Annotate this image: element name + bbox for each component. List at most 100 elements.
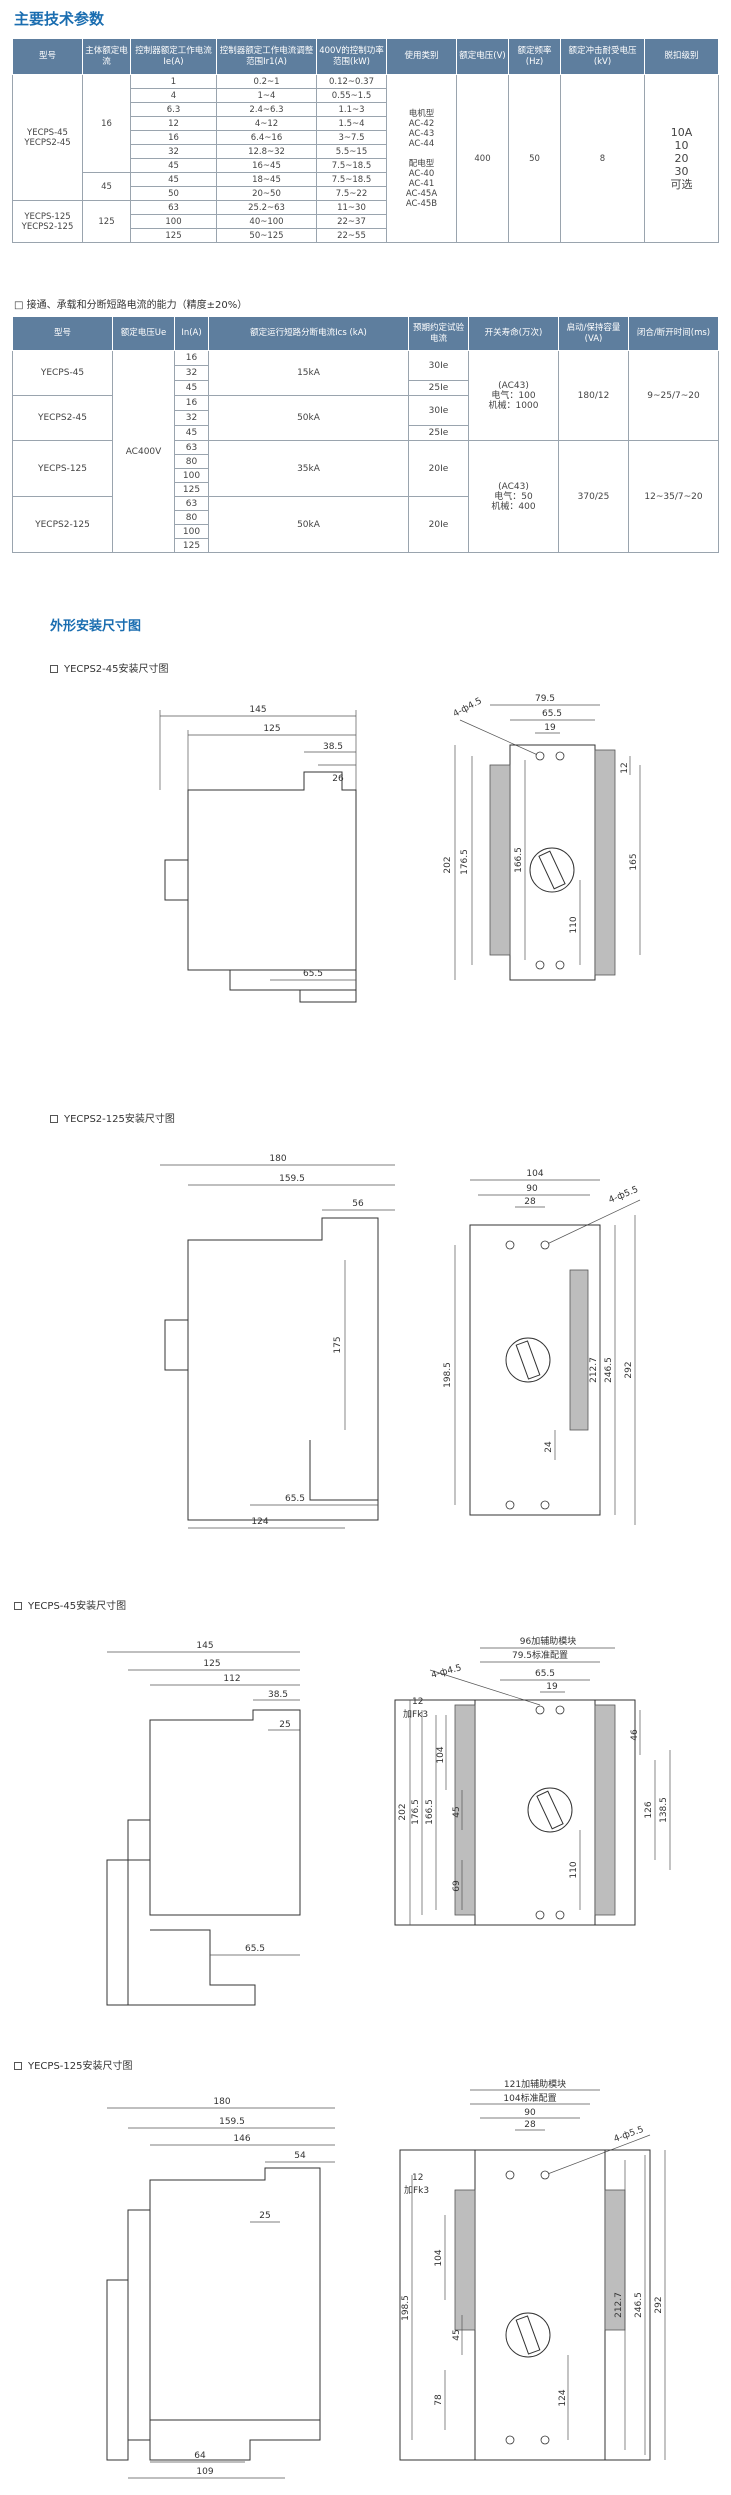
dim-64: 64 [194, 2451, 206, 2461]
table-cell: 20~50 [216, 186, 317, 201]
drawing2-side-view: 180 159.5 56 175 65.5 124 [160, 1154, 395, 1529]
header-in: In(A) [174, 316, 209, 351]
impulse-cell: 8 [560, 74, 645, 243]
header-impulse: 额定冲击耐受电压(kV) [560, 38, 645, 75]
drawing2-caption-text: YECPS2-125安装尺寸图 [64, 1114, 175, 1125]
header-model: 型号 [12, 316, 113, 351]
table-cell: 100 [174, 468, 209, 483]
table-cell: 12 [130, 116, 217, 131]
drawing2-front-view: 104 90 28 4-ф5.5 198.5 212.7 246.5 292 2… [443, 1169, 641, 1525]
header-range: 控制器额定工作电流调整范围Ir1(A) [216, 38, 317, 75]
dim-145: 145 [249, 705, 266, 715]
dim-104: 104 [434, 2249, 444, 2266]
test-cell: 20Ie [408, 440, 469, 497]
table-cell: 4~12 [216, 116, 317, 131]
dim-110: 110 [569, 1861, 579, 1878]
dim-38-5: 38.5 [323, 742, 343, 752]
dim-176-5: 176.5 [411, 1799, 421, 1825]
header-frequency: 额定频率(Hz) [508, 38, 561, 75]
table-cell: 1.5~4 [316, 116, 387, 131]
header-power: 400V的控制功率范围(kW) [316, 38, 387, 75]
header-frame-current: 主体额定电流 [82, 38, 131, 75]
header-category: 使用类别 [386, 38, 457, 75]
trip-cell: 10A 10 20 30 可选 [644, 74, 719, 243]
drawing3-side-view: 145 125 112 38.5 25 65.5 [106, 1641, 301, 2006]
table-cell: 45 [130, 172, 217, 187]
aux-note: 121加辅助模块 [504, 2078, 566, 2090]
dim-45: 45 [452, 2329, 462, 2340]
drawing1: 145 125 38.5 26 65.5 79.5 65.5 19 4-ф4.5 [159, 694, 641, 1003]
dim-159-5: 159.5 [279, 1174, 305, 1184]
test-cell: 20Ie [408, 496, 469, 553]
table-cell: 4 [130, 88, 217, 103]
dim-124: 124 [558, 2389, 568, 2406]
life-cell: (AC43) 电气：50 机械：400 [468, 440, 559, 553]
table-cell: 16~45 [216, 158, 317, 173]
drawing4-front-view: 121加辅助模块 104标准配置 90 28 4-ф5.5 12 加Fk3 19… [399, 2078, 666, 2461]
fk-note: 加Fk3 [403, 1709, 428, 1720]
table-cell: 100 [174, 524, 209, 539]
dim-124: 124 [251, 1517, 268, 1527]
table-cell: 5.5~15 [316, 144, 387, 159]
ics-cell: 35kA [208, 440, 409, 497]
table-cell: 18~45 [216, 172, 317, 187]
test-cell: 30Ie [408, 350, 469, 381]
table-cell: 16 [174, 350, 209, 366]
dim-90: 90 [524, 2108, 536, 2118]
table-cell: 125 [130, 228, 217, 243]
dim-146: 146 [233, 2134, 250, 2144]
time-cell: 12~35/7~20 [628, 440, 719, 553]
dim-202: 202 [398, 1803, 408, 1820]
dim-19: 19 [544, 723, 556, 733]
dim-38-5: 38.5 [268, 1690, 288, 1700]
header-voltage: 额定电压(V) [456, 38, 509, 75]
dim-12: 12 [412, 1697, 423, 1707]
table-cell: 45 [174, 425, 209, 441]
frame-16: 16 [82, 74, 131, 173]
table-cell: 63 [130, 200, 217, 215]
ics-cell: 50kA [208, 496, 409, 553]
voltage-cell: 400 [456, 74, 509, 243]
frame-45: 45 [82, 172, 131, 201]
checkbox-square-icon [50, 1115, 58, 1123]
table-cell: 25.2~63 [216, 200, 317, 215]
dim-104: 104 [436, 1746, 446, 1763]
category-cell: 电机型 AC-42 AC-43 AC-44 配电型 AC-40 AC-41 AC… [386, 74, 457, 243]
table-cell: 7.5~18.5 [316, 158, 387, 173]
dim-212-7: 212.7 [589, 1357, 599, 1383]
table-cell: 12.8~32 [216, 144, 317, 159]
dim-19: 19 [546, 1682, 558, 1692]
table-cell: 1~4 [216, 88, 317, 103]
dim-125: 125 [263, 724, 280, 734]
dim-65-5: 65.5 [285, 1494, 305, 1504]
table-cell: 0.55~1.5 [316, 88, 387, 103]
dim-28: 28 [524, 1197, 536, 1207]
dim-198-5: 198.5 [443, 1362, 453, 1388]
dim-109: 109 [196, 2467, 213, 2477]
table-cell: 6.3 [130, 102, 217, 117]
dim-180: 180 [213, 2097, 230, 2107]
test-cell: 30Ie [408, 395, 469, 426]
va-cell: 180/12 [558, 350, 629, 441]
model-cell: YECPS2-45 [12, 395, 113, 441]
table-cell: 80 [174, 510, 209, 525]
dim-56: 56 [352, 1199, 364, 1209]
dim-110: 110 [569, 916, 579, 933]
header-ue: 额定电压Ue [112, 316, 175, 351]
table-cell: 45 [174, 380, 209, 396]
checkbox-square-icon [14, 2062, 22, 2070]
dim-25: 25 [279, 1720, 290, 1730]
dim-202: 202 [443, 856, 453, 873]
dim-175: 175 [333, 1336, 343, 1353]
table-cell: 0.12~0.37 [316, 74, 387, 89]
table-cell: 1.1~3 [316, 102, 387, 117]
dim-165: 165 [629, 853, 639, 870]
dim-166-5: 166.5 [425, 1799, 435, 1825]
aux-note: 96加辅助模块 [520, 1635, 576, 1647]
dim-112: 112 [223, 1674, 240, 1684]
dim-25: 25 [259, 2211, 270, 2221]
table-cell: 100 [130, 214, 217, 229]
hole-note: 4-ф4.5 [430, 1663, 463, 1681]
std-note: 104标准配置 [503, 2092, 556, 2104]
dim-292: 292 [624, 1361, 634, 1378]
